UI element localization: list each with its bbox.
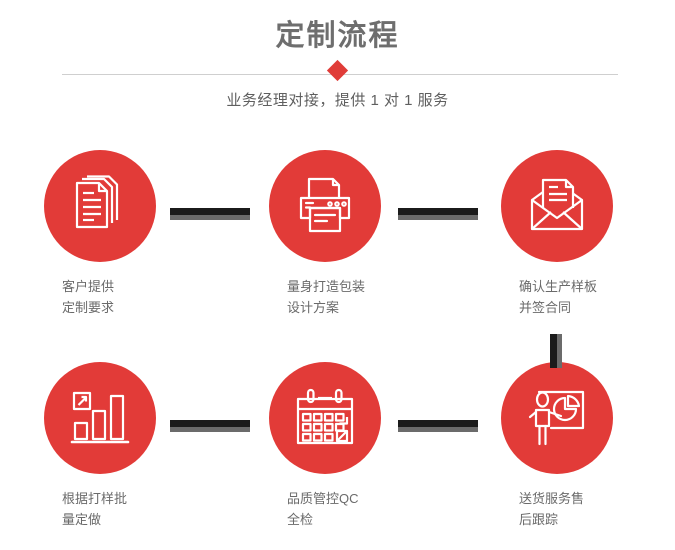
printer-icon xyxy=(299,177,351,233)
step-3-icon-circle xyxy=(501,150,613,262)
connector-2-3 xyxy=(398,208,478,220)
process-step-1[interactable]: 客户提供 定制要求 xyxy=(10,150,190,318)
connector-bar xyxy=(550,334,557,368)
step-4-caption: 根据打样批 量定做 xyxy=(62,491,128,527)
step-5-icon-circle xyxy=(269,362,381,474)
connector-bar xyxy=(170,420,250,427)
step-4-icon-circle xyxy=(44,362,156,474)
connector-5-6 xyxy=(398,420,478,432)
connector-3-6-vertical xyxy=(550,334,562,368)
process-row-1: 客户提供 定制要求 xyxy=(0,150,675,362)
envelope-document-icon xyxy=(530,178,584,231)
step-6-icon-circle xyxy=(501,362,613,474)
connector-shadow xyxy=(398,427,478,432)
connector-1-2 xyxy=(170,208,250,220)
process-flow: 客户提供 定制要求 xyxy=(0,150,675,550)
connector-shadow xyxy=(398,215,478,220)
step-6-caption: 送货服务售 后跟踪 xyxy=(519,491,585,527)
step-2-icon-circle xyxy=(269,150,381,262)
connector-bar xyxy=(398,420,478,427)
calendar-check-icon xyxy=(296,388,354,445)
process-step-6[interactable]: 送货服务售 后跟踪 xyxy=(467,362,647,530)
process-step-2[interactable]: 量身打造包装 设计方案 xyxy=(235,150,415,318)
presenter-pie-chart-icon xyxy=(528,390,585,446)
step-1-icon-circle xyxy=(44,150,156,262)
connector-shadow xyxy=(170,215,250,220)
page-subtitle: 业务经理对接，提供 1 对 1 服务 xyxy=(226,92,449,109)
documents-stack-icon xyxy=(75,175,119,229)
connector-bar xyxy=(398,208,478,215)
bar-chart-growth-icon xyxy=(70,391,130,444)
step-2-caption: 量身打造包装 设计方案 xyxy=(287,279,366,315)
process-step-4[interactable]: 根据打样批 量定做 xyxy=(10,362,190,530)
step-5-caption: 品质管控QC 全检 xyxy=(287,491,359,527)
process-row-2: 根据打样批 量定做 xyxy=(0,362,675,550)
diamond-marker-icon xyxy=(326,59,349,82)
process-step-5[interactable]: 品质管控QC 全检 xyxy=(235,362,415,530)
step-1-caption: 客户提供 定制要求 xyxy=(62,279,115,315)
step-3-caption: 确认生产样板 并签合同 xyxy=(519,279,598,315)
process-step-3[interactable]: 确认生产样板 并签合同 xyxy=(467,150,647,318)
connector-4-5 xyxy=(170,420,250,432)
page-title: 定制流程 xyxy=(275,20,400,52)
connector-shadow xyxy=(557,334,562,368)
connector-bar xyxy=(170,208,250,215)
connector-shadow xyxy=(170,427,250,432)
